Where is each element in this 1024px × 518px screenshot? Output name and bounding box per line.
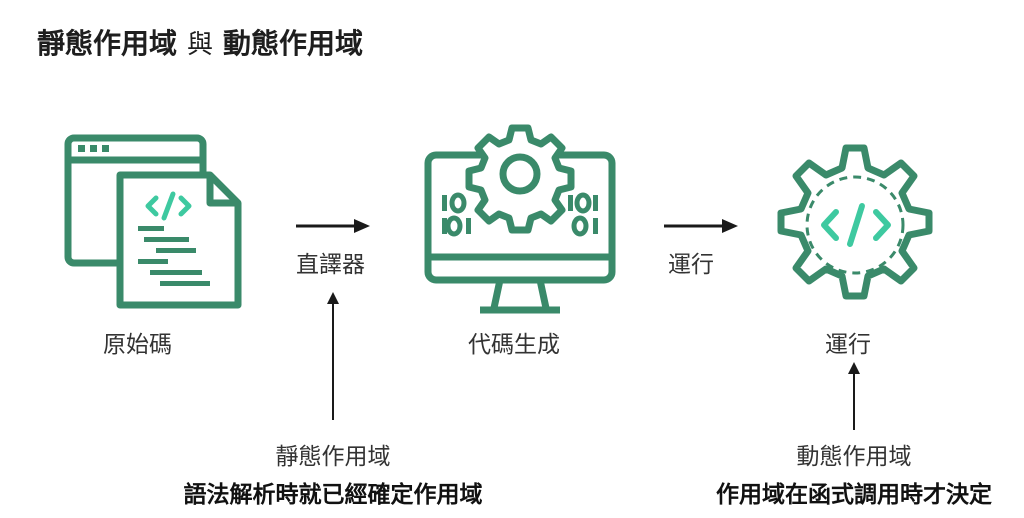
arrow-dynamic-up	[848, 362, 860, 430]
arrow-static-up	[327, 292, 339, 420]
source-code-icon	[64, 134, 242, 309]
arrow-source-to-codegen	[296, 219, 370, 233]
static-scope-note: 靜態作用域 語法解析時就已經確定作用域	[184, 437, 483, 509]
run-node-label: 運行	[825, 332, 871, 358]
static-scope-title: 靜態作用域	[275, 444, 391, 470]
source-label: 原始碼	[103, 332, 172, 358]
dynamic-scope-desc: 作用域在函式調用時才決定	[716, 482, 992, 508]
gear-code-icon	[777, 144, 933, 300]
codegen-label: 代碼生成	[468, 332, 560, 358]
title-static: 靜態作用域	[37, 27, 178, 60]
static-scope-desc: 語法解析時就已經確定作用域	[183, 482, 483, 508]
arrow-codegen-to-run	[664, 219, 738, 233]
diagram-title: 靜態作用域與動態作用域	[37, 22, 363, 62]
dynamic-scope-title: 動態作用域	[796, 444, 912, 470]
dynamic-scope-note: 動態作用域 作用域在函式調用時才決定	[716, 437, 992, 509]
monitor-gear-icon	[424, 124, 616, 314]
run-edge-label: 運行	[668, 252, 714, 278]
interpreter-label: 直譯器	[296, 252, 365, 278]
title-dynamic: 動態作用域	[223, 27, 364, 60]
title-separator: 與	[187, 30, 214, 60]
